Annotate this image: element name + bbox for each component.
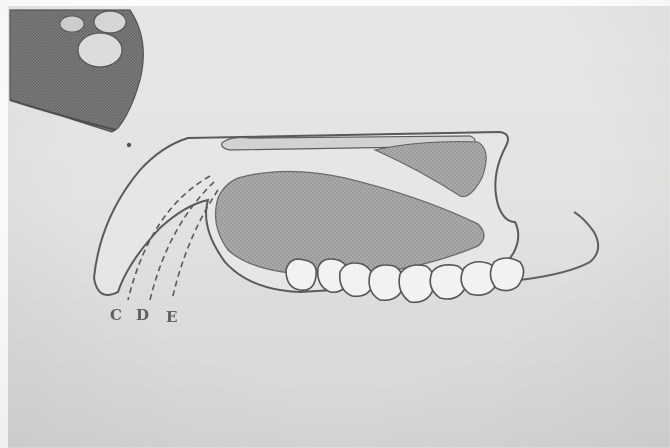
tooth [369, 265, 403, 300]
label-e: E [166, 308, 178, 326]
label-d: D [136, 306, 150, 324]
tooth [340, 263, 373, 296]
tooth [490, 258, 523, 291]
point-marker [127, 143, 131, 147]
tooth [399, 265, 434, 302]
posterior-hook [520, 212, 598, 280]
label-c: C [110, 306, 123, 324]
nose-fragment [10, 10, 143, 132]
tooth [286, 259, 316, 290]
